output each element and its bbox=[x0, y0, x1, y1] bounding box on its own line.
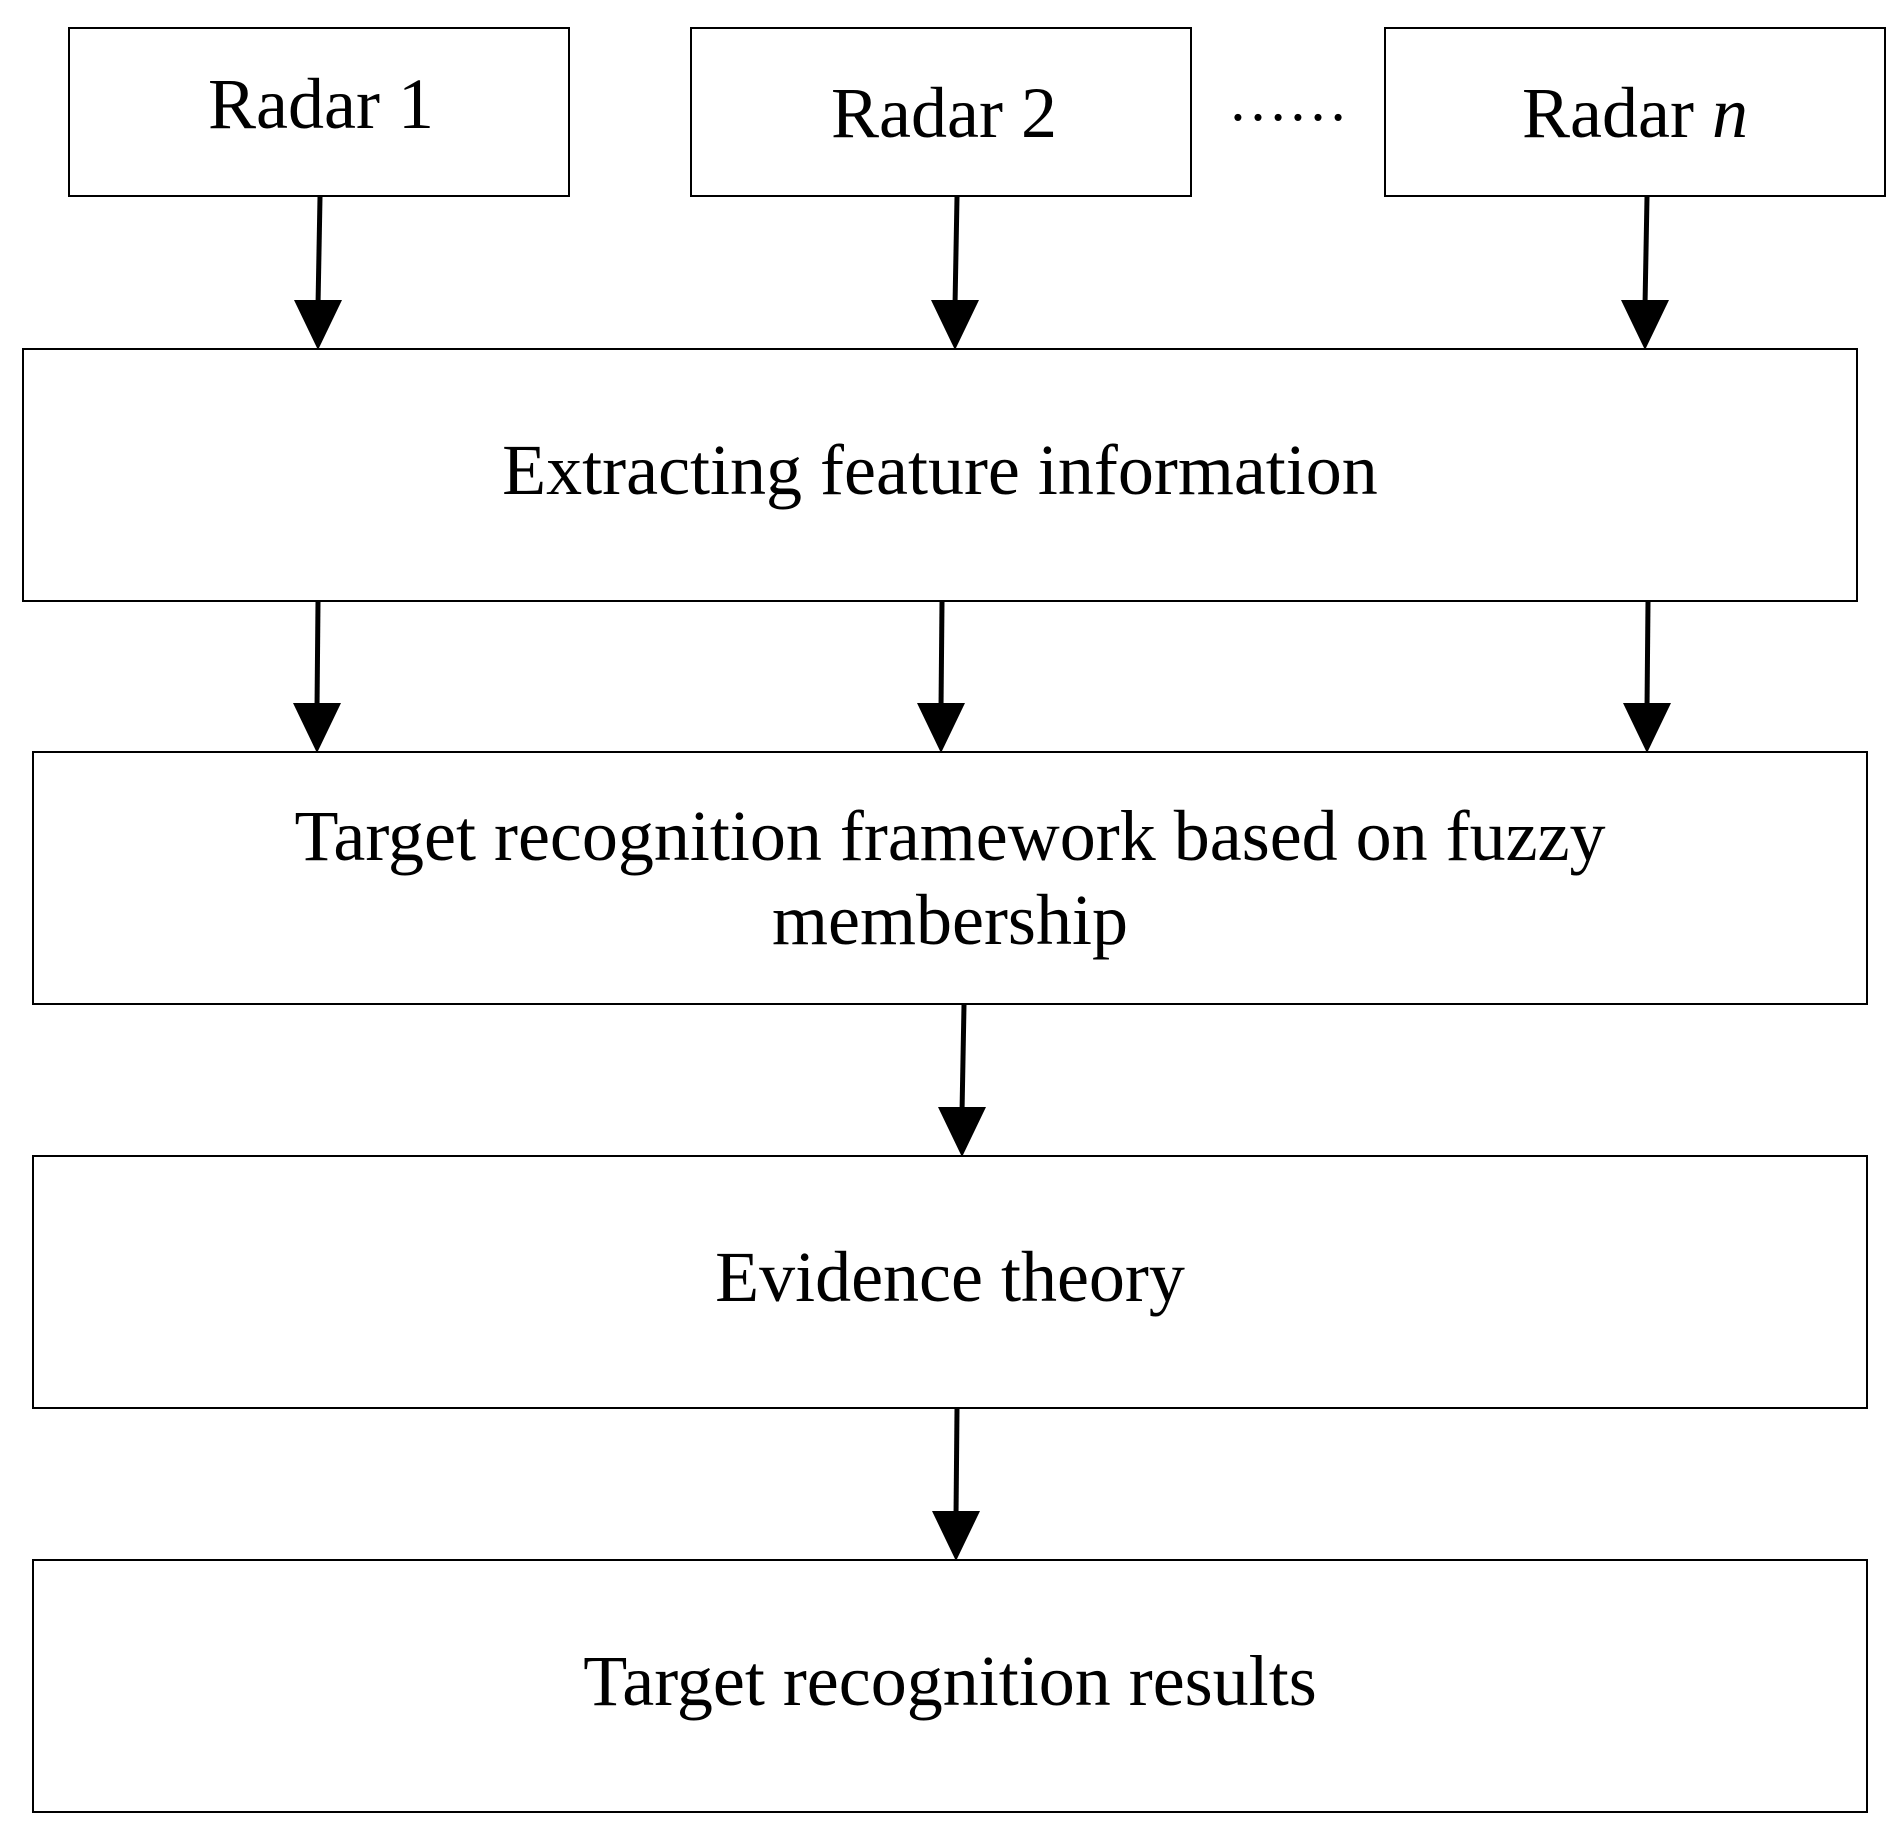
arrow-radar1-to-extract bbox=[294, 196, 342, 350]
evidence-theory-box: Evidence theory bbox=[32, 1155, 1868, 1409]
radar-2-label: Radar 2 bbox=[831, 73, 1057, 153]
radar-1-box: Radar 1 bbox=[68, 27, 570, 197]
radar-2-box: Radar 2 bbox=[690, 27, 1192, 197]
radar-ellipsis: …… bbox=[1228, 67, 1348, 133]
recognition-results-box: Target recognition results bbox=[32, 1559, 1868, 1813]
recognition-results-label: Target recognition results bbox=[583, 1641, 1317, 1721]
extract-feature-label: Extracting feature information bbox=[502, 430, 1378, 510]
extract-feature-box: Extracting feature information bbox=[22, 348, 1858, 602]
radar-n-variable: n bbox=[1711, 73, 1748, 153]
arrow-extract-to-framework-center bbox=[917, 601, 965, 753]
radar-1-label: Radar 1 bbox=[208, 64, 434, 144]
fuzzy-framework-box: Target recognition framework based on fu… bbox=[32, 751, 1868, 1005]
arrow-extract-to-framework-right bbox=[1623, 601, 1671, 753]
arrow-framework-to-evidence bbox=[938, 1004, 986, 1157]
radar-n-prefix: Radar bbox=[1522, 73, 1712, 153]
fuzzy-framework-label: Target recognition framework based on fu… bbox=[294, 796, 1606, 960]
radar-n-label: Radar n bbox=[1522, 71, 1748, 155]
arrow-evidence-to-results bbox=[932, 1408, 980, 1561]
radar-n-box: Radar n bbox=[1384, 27, 1886, 197]
evidence-theory-label: Evidence theory bbox=[715, 1237, 1185, 1317]
arrow-extract-to-framework-left bbox=[293, 601, 341, 753]
arrow-radar2-to-extract bbox=[931, 196, 979, 350]
arrow-radarn-to-extract bbox=[1621, 196, 1669, 350]
